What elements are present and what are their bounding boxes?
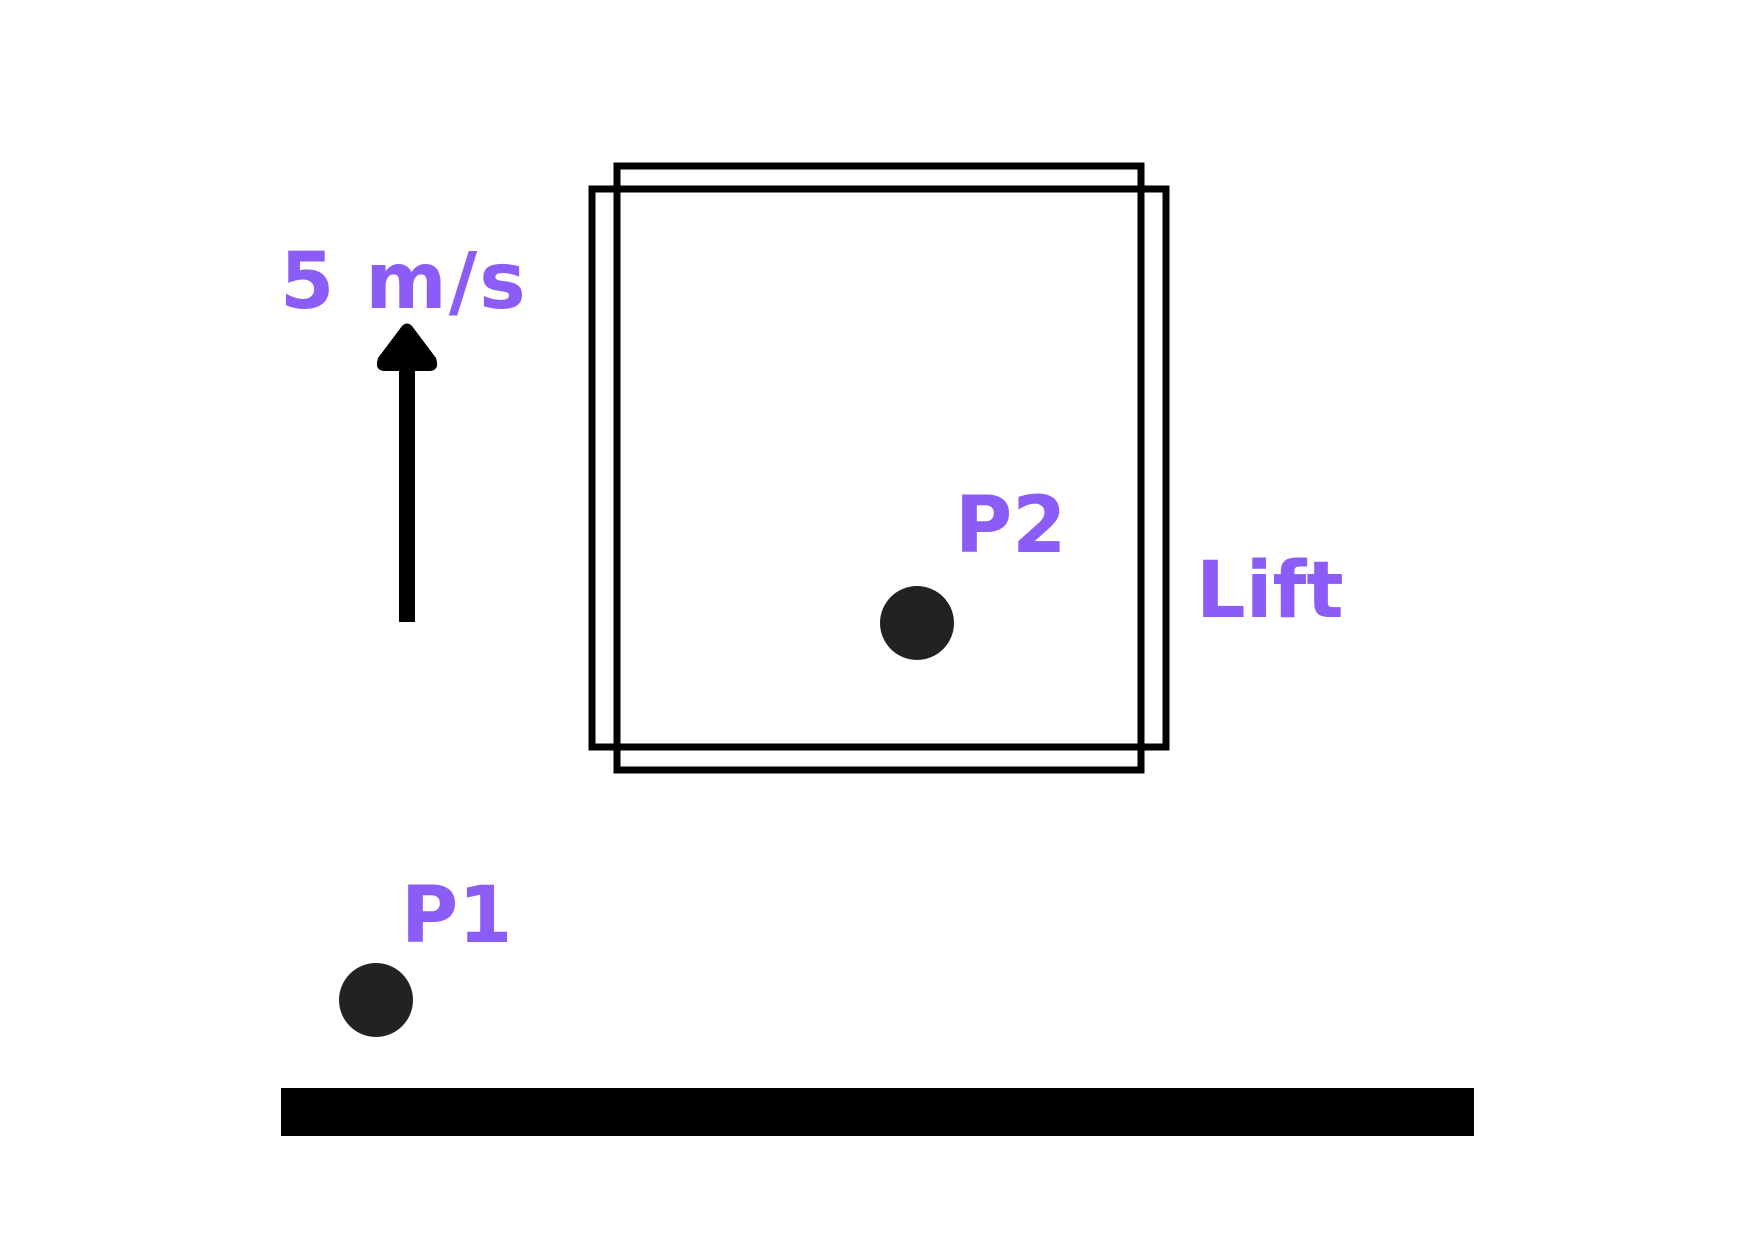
lift-box [588, 162, 1170, 774]
lift-label: Lift [1196, 546, 1344, 636]
particle-p1 [339, 963, 413, 1037]
p1-label: P1 [401, 871, 512, 961]
arrow-shaft [399, 368, 415, 622]
ground-bar [281, 1088, 1474, 1136]
lift-outline-inner [613, 162, 1145, 774]
velocity-arrow [376, 323, 438, 622]
p2-label: P2 [955, 481, 1066, 571]
particle-p2 [880, 586, 954, 660]
velocity-label: 5 m/s [280, 237, 528, 327]
arrow-head [376, 323, 438, 371]
lift-outline-outer [588, 185, 1170, 751]
